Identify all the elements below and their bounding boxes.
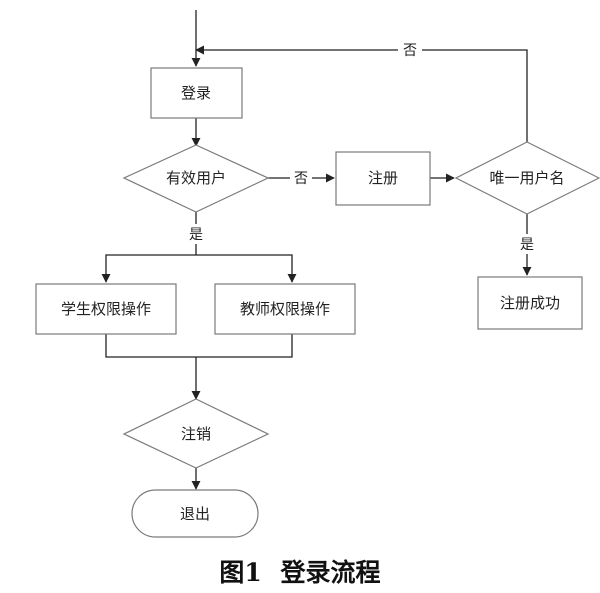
node-unique-username: 唯一用户名 <box>454 141 600 215</box>
node-register-success: 注册成功 <box>477 276 583 330</box>
edge-split-to-student <box>101 254 196 283</box>
node-exit-label: 退出 <box>180 505 210 523</box>
edge-label-gap-unique-no <box>398 40 422 60</box>
node-register-success-label: 注册成功 <box>500 294 560 312</box>
node-logout: 注销 <box>122 398 270 469</box>
edge-unique-no-loop <box>195 45 528 142</box>
node-student-ops: 学生权限操作 <box>35 283 177 335</box>
edge-label-gap-valid-yes <box>186 224 206 244</box>
node-login: 登录 <box>150 67 243 119</box>
node-teacher-ops-label: 教师权限操作 <box>240 300 330 318</box>
edge-label-gap-unique-yes <box>517 234 537 254</box>
figure-title: 登录流程 <box>280 558 381 587</box>
figure-caption: 图1 登录流程 <box>219 558 380 587</box>
edge-split-to-teacher <box>196 254 297 283</box>
node-register: 注册 <box>335 151 431 206</box>
figure-number: 图1 <box>219 558 261 587</box>
node-register-label: 注册 <box>368 169 398 187</box>
node-valid-user-label: 有效用户 <box>166 169 226 187</box>
edge-label-unique-yes: 是 <box>520 237 534 253</box>
node-login-label: 登录 <box>181 84 211 102</box>
edge-label-unique-no: 否 <box>403 43 417 59</box>
edge-label-valid-yes: 是 <box>189 227 203 243</box>
node-exit: 退出 <box>131 489 259 538</box>
node-logout-label: 注销 <box>181 425 211 443</box>
node-student-ops-label: 学生权限操作 <box>61 300 151 318</box>
node-unique-username-label: 唯一用户名 <box>489 169 564 187</box>
edge-label-gap-valid-no <box>290 168 312 188</box>
edge-student-merge <box>105 334 196 358</box>
edge-label-valid-no: 否 <box>294 171 308 187</box>
edge-teacher-merge <box>196 334 293 358</box>
node-teacher-ops: 教师权限操作 <box>214 283 356 335</box>
node-valid-user: 有效用户 <box>122 144 270 213</box>
